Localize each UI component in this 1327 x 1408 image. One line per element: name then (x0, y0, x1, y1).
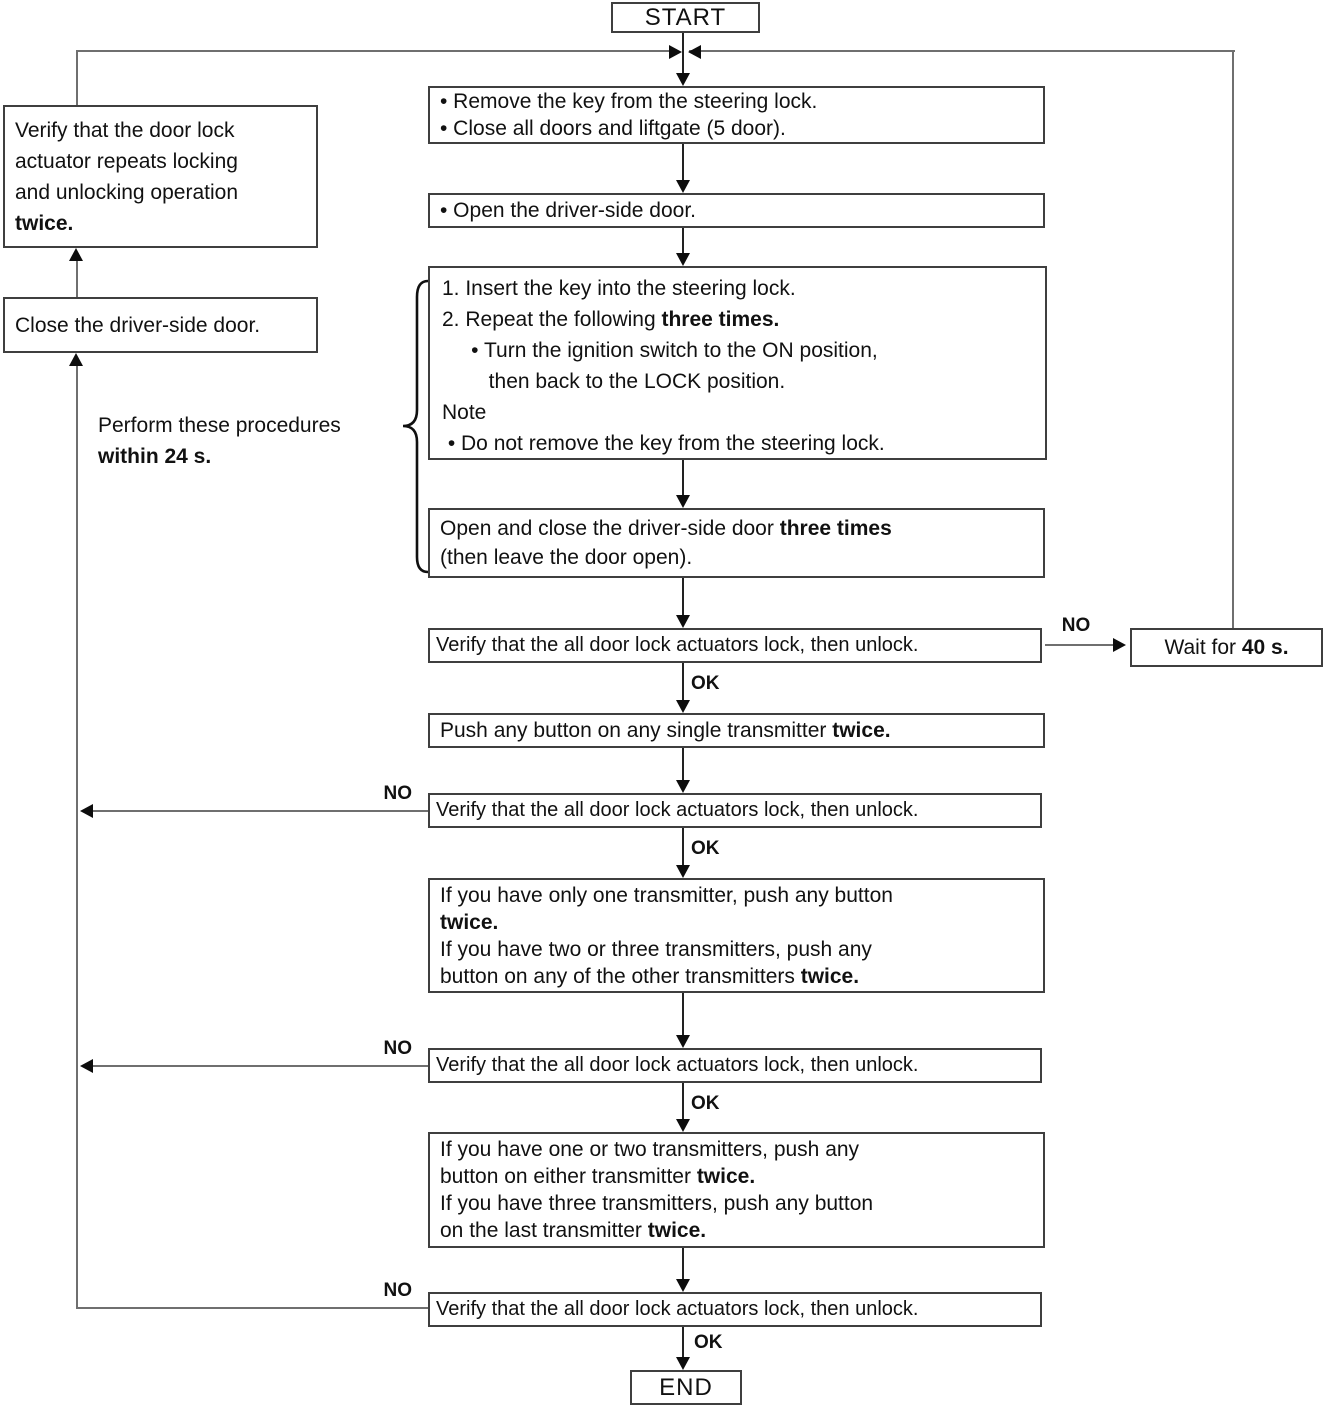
arrow-head-down-icon (676, 700, 690, 713)
node-push-any-single-transmitter: Push any button on any single transmitte… (428, 713, 1045, 748)
arrow-head-down-icon (676, 1357, 690, 1370)
arrow-head-down-icon (676, 73, 690, 86)
arrow-head-left-icon (80, 804, 93, 818)
spine-7 (682, 828, 684, 867)
connector-top-right (689, 50, 1235, 52)
node-verify-locks-2: Verify that the all door lock actuators … (428, 793, 1042, 828)
label-ok-1: OK (691, 673, 720, 694)
spine-2 (682, 228, 684, 255)
arrow-head-down-icon (676, 495, 690, 508)
label-no-3: NO (383, 1038, 413, 1059)
node-open-driver-door: • Open the driver-side door. (428, 193, 1045, 228)
arrow-head-left-icon (80, 1059, 93, 1073)
arrow-head-down-icon (676, 1279, 690, 1292)
label-ok-4: OK (694, 1332, 723, 1353)
spine-10 (682, 1248, 684, 1281)
connector-left-top (76, 50, 78, 105)
connector-close-to-verify (76, 259, 78, 297)
connector-left-long (76, 364, 78, 1309)
node-verify-locks-3: Verify that the all door lock actuators … (428, 1048, 1042, 1083)
label-no-1: NO (1061, 615, 1091, 636)
spine-6 (682, 748, 684, 782)
spine-1 (682, 144, 684, 182)
brace-icon (402, 279, 430, 574)
connector-no-4 (77, 1307, 428, 1309)
arrow-head-down-icon (676, 780, 690, 793)
label-ok-3: OK (691, 1093, 720, 1114)
node-wait-40s: Wait for 40 s. (1130, 628, 1323, 667)
arrow-head-down-icon (676, 1035, 690, 1048)
node-close-driver-door: Close the driver-side door. (3, 297, 318, 353)
arrow-head-down-icon (676, 1119, 690, 1132)
node-prepare: • Remove the key from the steering lock.… (428, 86, 1045, 144)
spine-9 (682, 1083, 684, 1121)
label-no-2: NO (383, 783, 413, 804)
spine-4 (682, 578, 684, 617)
connector-top-left (77, 50, 670, 52)
start-label: START (644, 4, 727, 31)
spine-8 (682, 993, 684, 1037)
end-label: END (659, 1374, 713, 1401)
arrow-head-down-icon (676, 615, 690, 628)
arrow-head-down-icon (676, 180, 690, 193)
arrow-head-down-icon (676, 865, 690, 878)
node-verify-locks-1: Verify that the all door lock actuators … (428, 628, 1042, 663)
arrow-head-up-icon (69, 353, 83, 366)
connector-no-2 (93, 810, 428, 812)
node-key-cycle: 1. Insert the key into the steering lock… (428, 266, 1047, 460)
node-end: END (630, 1370, 742, 1405)
arrow-head-up-icon (69, 248, 83, 261)
spine-start (682, 33, 684, 75)
arrow-head-left-icon (688, 45, 701, 59)
arrow-head-down-icon (676, 253, 690, 266)
node-third-transmitter: If you have one or two transmitters, pus… (428, 1132, 1045, 1248)
spine-11 (682, 1327, 684, 1359)
connector-no-1 (1045, 644, 1113, 646)
node-start: START (611, 2, 760, 33)
node-second-transmitter: If you have only one transmitter, push a… (428, 878, 1045, 993)
arrow-head-right-icon (669, 45, 682, 59)
node-verify-locks-4: Verify that the all door lock actuators … (428, 1292, 1042, 1327)
connector-right-long (1232, 50, 1234, 628)
connector-no-3 (93, 1065, 428, 1067)
label-ok-2: OK (691, 838, 720, 859)
spine-5 (682, 663, 684, 702)
spine-3 (682, 460, 684, 497)
label-no-4: NO (383, 1280, 413, 1301)
node-open-close-three-times: Open and close the driver-side door thre… (428, 508, 1045, 578)
arrow-head-right-icon (1113, 638, 1126, 652)
